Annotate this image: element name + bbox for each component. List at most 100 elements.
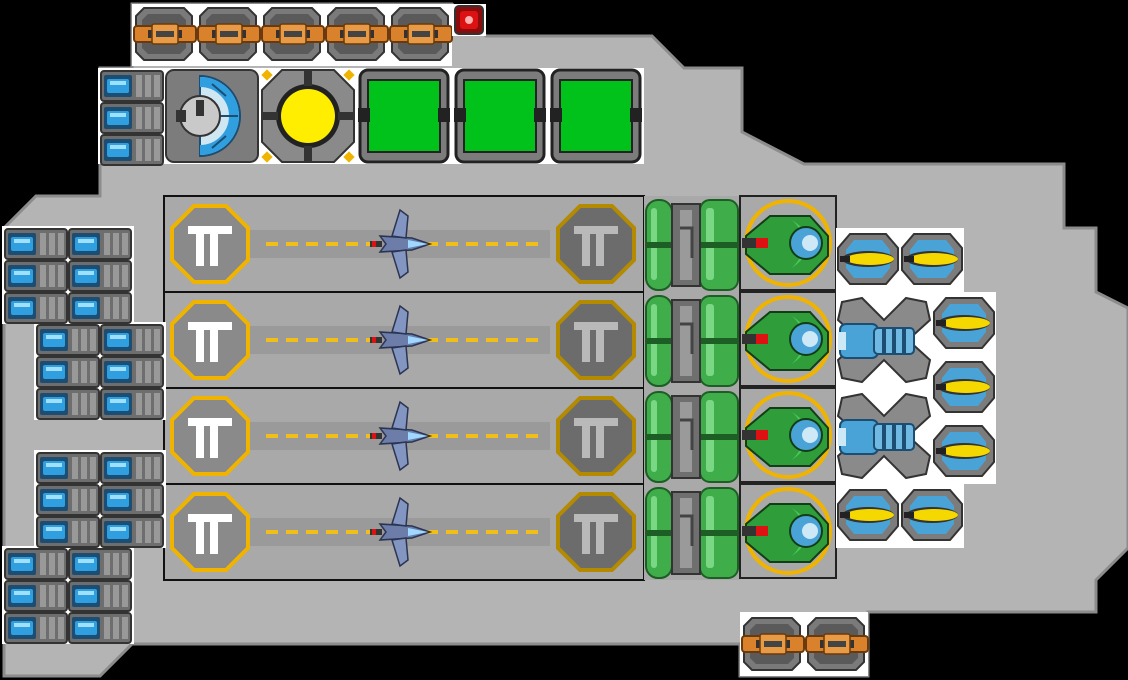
lane-marker: [346, 530, 358, 534]
lane-marker: [506, 530, 518, 534]
lane-marker: [306, 242, 318, 246]
power-cell[interactable]: [4, 260, 68, 292]
orange-cannon-turret[interactable]: [389, 7, 453, 61]
launch-pad-icon[interactable]: [556, 396, 636, 476]
green-fuel-tank[interactable]: [644, 486, 740, 580]
green-thruster-icon[interactable]: [738, 194, 838, 292]
green-thruster-icon[interactable]: [738, 482, 838, 580]
power-cell[interactable]: [68, 260, 132, 292]
hangar-bay[interactable]: [163, 483, 645, 581]
lane-marker: [286, 434, 298, 438]
launch-pad-icon[interactable]: [556, 204, 636, 284]
hangar-bay[interactable]: [163, 387, 645, 485]
power-cell[interactable]: [36, 388, 100, 420]
power-cell[interactable]: [68, 292, 132, 324]
power-cell[interactable]: [100, 516, 164, 548]
blue-heavy-turret[interactable]: [835, 389, 933, 483]
power-cell[interactable]: [36, 516, 100, 548]
power-cell[interactable]: [100, 356, 164, 388]
orange-cannon-turret[interactable]: [325, 7, 389, 61]
lane-marker: [306, 434, 318, 438]
power-cell[interactable]: [100, 388, 164, 420]
engine-column: [738, 194, 838, 580]
lane-marker: [526, 338, 538, 342]
power-cell[interactable]: [4, 228, 68, 260]
lane-marker: [286, 242, 298, 246]
lane-marker: [286, 530, 298, 534]
green-fuel-tank[interactable]: [644, 198, 740, 292]
power-cell[interactable]: [100, 324, 164, 356]
landing-pad-icon[interactable]: [170, 300, 250, 380]
lane-marker: [306, 530, 318, 534]
power-cell[interactable]: [36, 484, 100, 516]
power-cell[interactable]: [68, 228, 132, 260]
power-cell[interactable]: [68, 580, 132, 612]
yellow-laser-turret[interactable]: [931, 293, 997, 353]
orange-cannon-turret[interactable]: [261, 7, 325, 61]
landing-pad-icon[interactable]: [170, 204, 250, 284]
lane-marker: [266, 242, 278, 246]
green-thruster-icon[interactable]: [738, 290, 838, 388]
orange-cannon-turret[interactable]: [133, 7, 197, 61]
launch-pad-icon[interactable]: [556, 492, 636, 572]
lane-marker: [266, 434, 278, 438]
yellow-laser-turret[interactable]: [835, 485, 901, 545]
green-reactor[interactable]: [452, 68, 548, 164]
launch-pad-icon[interactable]: [556, 300, 636, 380]
power-cell[interactable]: [68, 612, 132, 644]
lane-marker: [486, 242, 498, 246]
green-reactor[interactable]: [356, 68, 452, 164]
power-cell[interactable]: [4, 580, 68, 612]
power-cell[interactable]: [4, 612, 68, 644]
lane-marker: [346, 338, 358, 342]
shield-dome-icon[interactable]: [164, 68, 260, 164]
hangar-bay[interactable]: [163, 291, 645, 389]
lane-marker: [326, 434, 338, 438]
hangar-bay[interactable]: [163, 195, 645, 293]
power-cell[interactable]: [36, 356, 100, 388]
green-reactor[interactable]: [548, 68, 644, 164]
power-cell[interactable]: [68, 548, 132, 580]
orange-cannon-turret[interactable]: [805, 617, 869, 671]
power-cell[interactable]: [100, 484, 164, 516]
lane-marker: [326, 338, 338, 342]
lane-marker: [506, 338, 518, 342]
yellow-laser-turret[interactable]: [899, 229, 965, 289]
lane-marker: [506, 242, 518, 246]
yellow-laser-turret[interactable]: [931, 421, 997, 481]
power-cell[interactable]: [36, 324, 100, 356]
orange-cannon-turret[interactable]: [197, 7, 261, 61]
yellow-core-icon[interactable]: [260, 68, 356, 164]
landing-pad-icon[interactable]: [170, 492, 250, 572]
orange-cannon-turret[interactable]: [741, 617, 805, 671]
green-fuel-tank[interactable]: [644, 390, 740, 484]
lane-marker: [266, 338, 278, 342]
yellow-laser-turret[interactable]: [899, 485, 965, 545]
blue-heavy-turret[interactable]: [835, 293, 933, 387]
power-cell[interactable]: [4, 548, 68, 580]
power-cell[interactable]: [100, 102, 164, 134]
lane-marker: [346, 434, 358, 438]
lane-marker: [526, 530, 538, 534]
red-warning-light[interactable]: [452, 4, 486, 36]
lane-marker: [326, 242, 338, 246]
power-cell[interactable]: [100, 134, 164, 166]
landing-pad-icon[interactable]: [170, 396, 250, 476]
green-thruster-icon[interactable]: [738, 386, 838, 484]
green-fuel-tank[interactable]: [644, 294, 740, 388]
lane-marker: [526, 434, 538, 438]
yellow-laser-turret[interactable]: [931, 357, 997, 417]
lane-marker: [446, 530, 458, 534]
lane-marker: [486, 338, 498, 342]
power-cell[interactable]: [4, 292, 68, 324]
lane-marker: [526, 242, 538, 246]
lane-marker: [466, 338, 478, 342]
lane-marker: [466, 242, 478, 246]
power-cell[interactable]: [100, 70, 164, 102]
power-cell[interactable]: [36, 452, 100, 484]
top-cannon-row: [132, 4, 453, 66]
power-cell[interactable]: [100, 452, 164, 484]
lane-marker: [466, 530, 478, 534]
yellow-laser-turret[interactable]: [835, 229, 901, 289]
